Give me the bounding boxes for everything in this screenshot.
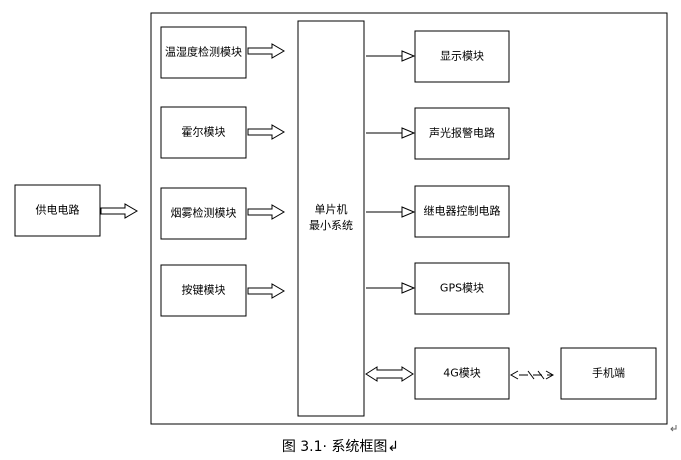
4g-module-label: 4G模块 <box>443 367 481 380</box>
relay-circuit-block: 继电器控制电路 <box>414 185 510 238</box>
mcu-block: 单片机 最小系统 <box>297 20 365 417</box>
display-module-block: 显示模块 <box>414 30 510 83</box>
display-module-label: 显示模块 <box>440 50 484 63</box>
keys-to-mcu-arrow <box>247 283 285 299</box>
keys-module-block: 按键模块 <box>160 264 247 317</box>
smoke-to-mcu-arrow <box>247 204 285 220</box>
power-to-system-arrow <box>100 203 138 219</box>
mcu-label-line2: 最小系统 <box>309 219 353 232</box>
figure-caption: 图 3.1· 系统框图↲ <box>281 439 400 455</box>
system-block-diagram: 供电电路 温湿度检测模块 霍尔模块 烟雾检测模块 按键模块 单片机 最小系统 显… <box>14 12 677 432</box>
smoke-module-label: 烟雾检测模块 <box>171 206 237 220</box>
smoke-module-block: 烟雾检测模块 <box>160 187 247 240</box>
temp-humidity-to-mcu-arrow <box>247 43 285 59</box>
mcu-to-display-arrow <box>365 50 415 62</box>
phone-label: 手机端 <box>592 366 625 380</box>
power-supply-label: 供电电路 <box>36 203 80 217</box>
alarm-circuit-block: 声光报警电路 <box>414 107 510 160</box>
mcu-to-relay-arrow <box>365 206 415 218</box>
4g-module-block: 4G模块 <box>414 347 510 400</box>
mcu-to-alarm-arrow <box>365 127 415 139</box>
keys-module-label: 按键模块 <box>182 283 226 297</box>
temp-humidity-module-block: 温湿度检测模块 <box>160 26 247 79</box>
mcu-4g-bidirectional-arrow <box>365 366 414 382</box>
hall-to-mcu-arrow <box>247 124 285 140</box>
mcu-label-line1: 单片机 <box>315 202 348 216</box>
phone-block: 手机端 <box>560 347 657 400</box>
hall-module-label: 霍尔模块 <box>182 126 226 139</box>
alarm-circuit-label: 声光报警电路 <box>429 126 495 140</box>
power-supply-block: 供电电路 <box>14 184 101 237</box>
gps-module-block: GPS模块 <box>414 262 510 315</box>
system-outer-border <box>150 12 668 425</box>
gps-module-label: GPS模块 <box>440 282 484 295</box>
wireless-link-icon <box>509 370 555 380</box>
mcu-to-gps-arrow <box>365 282 415 294</box>
temp-humidity-module-label: 温湿度检测模块 <box>165 45 242 59</box>
hall-module-block: 霍尔模块 <box>160 106 247 159</box>
paragraph-mark-icon <box>670 425 677 432</box>
relay-circuit-label: 继电器控制电路 <box>424 204 501 218</box>
